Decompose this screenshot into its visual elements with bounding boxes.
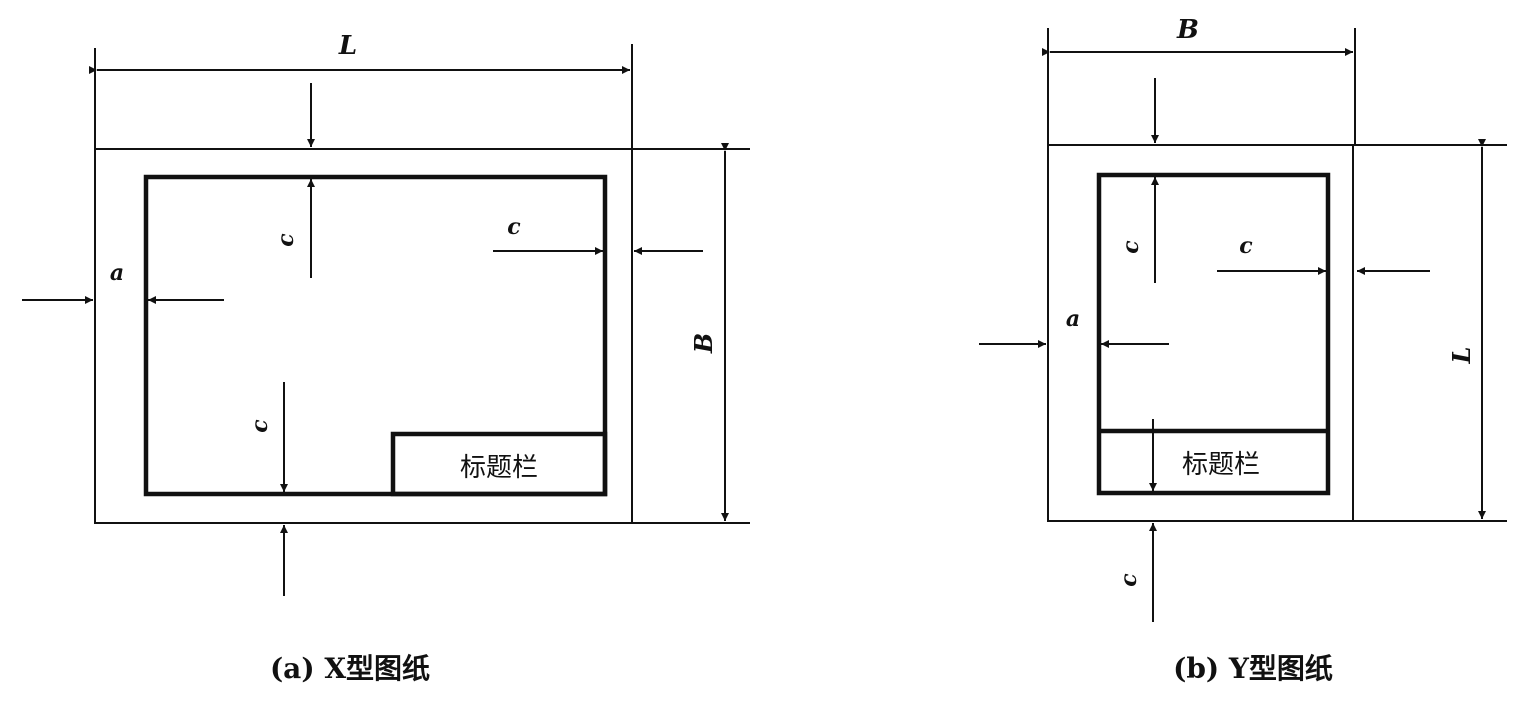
sheet-border-x (94, 148, 633, 524)
dim-label-left-a-x: a (110, 260, 124, 286)
drawing-frame-y (1096, 172, 1331, 496)
dim-label-top-c-y: c (1118, 240, 1144, 254)
sheet-border-y (1047, 144, 1354, 522)
extension-lines-y (1047, 28, 1507, 522)
dim-label-height-x: B (689, 333, 718, 354)
title-block-x (390, 431, 608, 497)
dim-label-right-c-x: c (507, 214, 521, 240)
dim-label-height-y: L (1447, 347, 1476, 365)
dim-label-bottom-c-y: c (1116, 573, 1142, 587)
dim-label-left-a-y: a (1066, 306, 1080, 332)
figure-x-type: 标题栏 L B c c a c (a) X型图纸 (22, 31, 750, 685)
dim-label-right-c-y: c (1239, 233, 1253, 259)
figure-y-type: 标题栏 B L c c a c (b) Y型图纸 (979, 15, 1507, 685)
title-block-label-y: 标题栏 (1182, 450, 1260, 480)
drawing-frame-x (143, 174, 608, 497)
dim-label-width-y: B (1176, 15, 1199, 45)
title-block-label-x: 标题栏 (460, 453, 538, 483)
caption-y-type: (b) Y型图纸 (1173, 652, 1333, 685)
caption-x-type: (a) X型图纸 (270, 652, 430, 685)
dim-label-top-c-x: c (273, 233, 299, 247)
dim-label-bottom-c-x: c (247, 419, 273, 433)
extension-lines-x (94, 44, 750, 524)
dim-label-width-x: L (338, 31, 357, 61)
